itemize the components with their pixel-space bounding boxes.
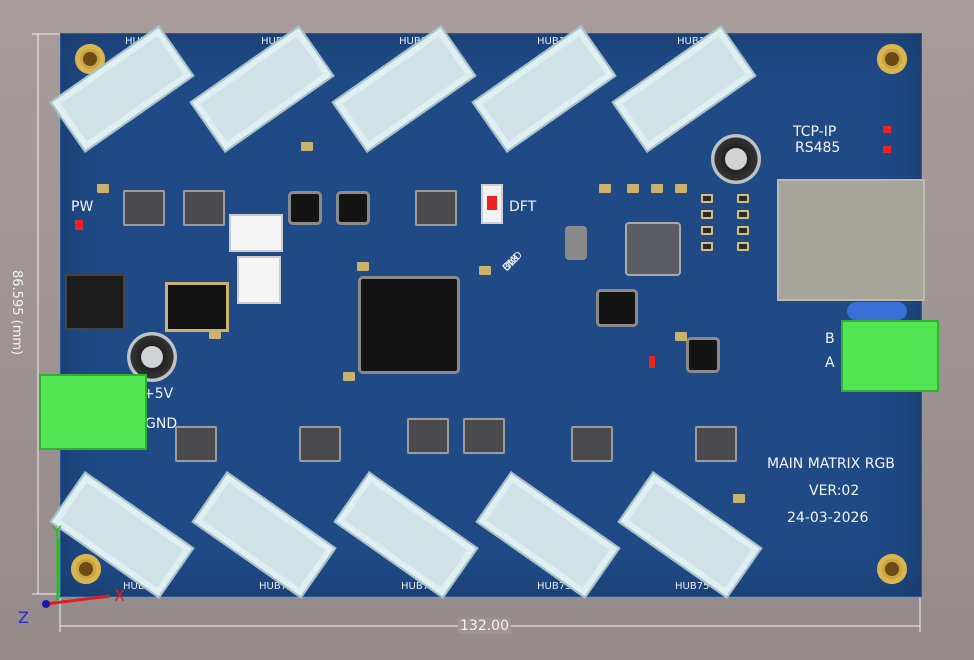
axis-z-label: Z [18, 608, 29, 627]
dft-label: DFT [509, 199, 537, 215]
smd-2 [301, 142, 313, 151]
pw-label: PW [71, 199, 94, 215]
smd-18 [737, 210, 749, 219]
smd-9 [675, 332, 687, 341]
hub-label-bottom-2: HUB7 [259, 581, 288, 592]
ic-10 [407, 418, 449, 454]
capacitor-1 [711, 134, 761, 184]
board-date: 24-03-2026 [787, 510, 869, 526]
a-label: A [825, 355, 835, 371]
smd-10 [209, 330, 221, 339]
idc-connector-bottom-3[interactable] [333, 471, 479, 599]
board-version: VER:02 [809, 483, 860, 499]
terminal-rs485[interactable] [841, 320, 939, 392]
ic-11 [463, 418, 505, 454]
tcp-ip-label: TCP-IP [793, 124, 837, 140]
idc-connector-bottom-1[interactable] [49, 471, 195, 599]
mount-hole-top-right [877, 44, 907, 74]
hub-label-bottom-1: HUB [123, 581, 145, 592]
idc-connector-bottom-2[interactable] [191, 471, 337, 599]
ic-9 [299, 426, 341, 462]
axis-y-label: Y [52, 522, 62, 541]
ic-7 [689, 340, 717, 370]
smd-7 [651, 184, 663, 193]
smd-12 [733, 494, 745, 503]
width-dimension-label: 132.00 [458, 618, 511, 634]
smd-11 [343, 372, 355, 381]
ic-13 [695, 426, 737, 462]
smd-16 [701, 242, 713, 251]
mount-hole-bottom-left [71, 554, 101, 584]
terminal-power[interactable] [39, 374, 147, 450]
idc-connector-top-1[interactable] [49, 25, 195, 153]
smd-3 [357, 262, 369, 271]
hub-label-bottom-4: HUB75- [537, 581, 576, 592]
inductor [65, 274, 125, 330]
idc-connector-bottom-5[interactable] [617, 471, 763, 599]
idc-connector-bottom-4[interactable] [475, 471, 621, 599]
ic-4 [339, 194, 367, 222]
led-rs485 [883, 146, 891, 153]
smd-17 [737, 194, 749, 203]
gnd-label: GND [145, 416, 178, 432]
dft-button[interactable] [481, 184, 503, 224]
ic-5 [415, 190, 457, 226]
rj45-jack [777, 179, 925, 301]
led-pw [75, 220, 83, 230]
smd-20 [737, 242, 749, 251]
capacitor-2 [127, 332, 177, 382]
jst-connector-2[interactable] [237, 256, 281, 304]
smd-5 [599, 184, 611, 193]
led-tcp-ip [883, 126, 891, 133]
ic-12 [571, 426, 613, 462]
ic-3 [291, 194, 319, 222]
height-dimension-label: 86.595 (mm) [9, 270, 24, 356]
smd-8 [675, 184, 687, 193]
ic-8 [175, 426, 217, 462]
led-status [649, 356, 655, 368]
mount-hole-top-left [75, 44, 105, 74]
crystal [565, 226, 587, 260]
pcb-board: HUB HUB1 HUB12 HUB12- HUB12-5 HUB HUB7 H… [39, 25, 939, 599]
main-mcu-chip [361, 279, 457, 371]
ethernet-controller-chip [627, 224, 679, 274]
jumper-blue[interactable] [847, 302, 907, 320]
smd-4 [479, 266, 491, 275]
board-title: MAIN MATRIX RGB [767, 456, 895, 472]
hub-label-bottom-5: HUB75-5 [675, 581, 720, 592]
smd-6 [627, 184, 639, 193]
ic-2 [183, 190, 225, 226]
smd-1 [97, 184, 109, 193]
smd-13 [701, 194, 713, 203]
b-label: B [825, 331, 835, 347]
smd-15 [701, 226, 713, 235]
hub-label-bottom-3: HUB75 [401, 581, 436, 592]
rs485-label: RS485 [795, 140, 841, 156]
mount-hole-bottom-right [877, 554, 907, 584]
voltage-regulator [165, 282, 229, 332]
jst-connector-1[interactable] [229, 214, 283, 252]
ic-6 [599, 292, 635, 324]
ic-1 [123, 190, 165, 226]
smd-14 [701, 210, 713, 219]
plus5v-label: +5V [143, 386, 174, 402]
axis-x-label: X [114, 586, 125, 605]
smd-19 [737, 226, 749, 235]
